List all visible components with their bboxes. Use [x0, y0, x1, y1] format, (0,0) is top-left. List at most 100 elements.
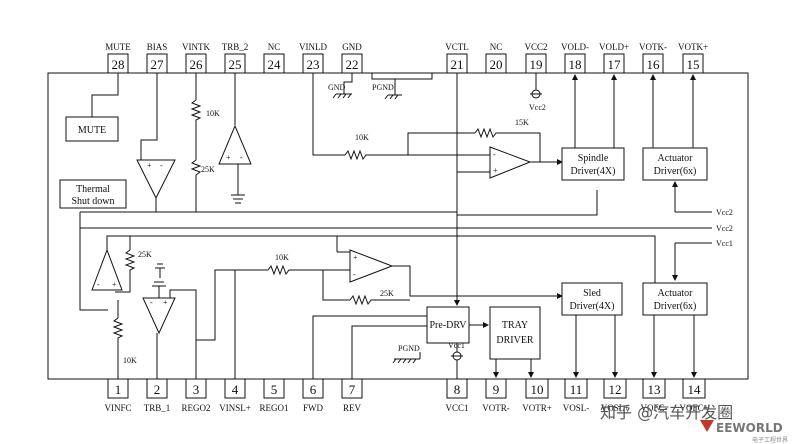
pin-28: MUTE 28 [105, 42, 131, 74]
vcc2-symbol-label: Vcc2 [529, 103, 546, 112]
svg-text:23: 23 [307, 57, 320, 72]
rail-vcc1-label: Vcc1 [716, 239, 733, 248]
svg-text:+: + [163, 298, 168, 307]
svg-text:GND: GND [342, 42, 362, 52]
svg-text:VOSL+: VOSL+ [601, 403, 630, 413]
res-15k-label: 15K [515, 118, 529, 127]
rail-vcc2-label: Vcc2 [716, 208, 733, 217]
watermark-brand: EEWORLD [716, 421, 783, 435]
watermark-zhihu: 知乎 @汽车开发圈 [600, 403, 733, 422]
svg-text:REGO1: REGO1 [260, 403, 289, 413]
res-25k-label-c: 25K [380, 289, 394, 298]
svg-text:VOLD-: VOLD- [561, 42, 589, 52]
actuator-driver-bottom-block [642, 282, 708, 316]
svg-text:VOTK+: VOTK+ [678, 42, 708, 52]
svg-text:-: - [160, 161, 163, 170]
pgnd-bottom-label: PGND [398, 344, 420, 353]
actuator-bottom-label-1: Actuator [658, 288, 694, 299]
svg-text:-: - [353, 270, 356, 279]
resistor-10k-vinfc [112, 317, 124, 343]
sled-driver-block [561, 282, 623, 316]
pin-25: TRB_225 [222, 42, 249, 74]
svg-text:TRB_2: TRB_2 [222, 42, 249, 52]
svg-text:21: 21 [451, 57, 464, 72]
svg-text:24: 24 [268, 57, 282, 72]
spindle-label-1: Spindle [578, 153, 609, 164]
rail-vcc2b-label: Vcc2 [716, 224, 733, 233]
svg-text:8: 8 [454, 382, 461, 397]
bias-opamp [136, 159, 176, 200]
svg-text:VCC2: VCC2 [524, 42, 547, 52]
res-25k-label-a: 25K [201, 165, 215, 174]
pin-17: VOLD+17 [599, 42, 629, 74]
svg-text:VOTR+: VOTR+ [522, 403, 552, 413]
svg-text:2: 2 [154, 382, 161, 397]
watermark: 知乎 @汽车开发圈 EEWORLD 电子工程世界 [600, 403, 788, 444]
spindle-label-2: Driver(4X) [571, 166, 616, 177]
res-10k-label-b: 10K [355, 133, 369, 142]
pin-20: NC 20 [485, 42, 507, 74]
svg-text:VINSL+: VINSL+ [219, 403, 251, 413]
svg-text:REGO2: REGO2 [182, 403, 211, 413]
actuator-bottom-label-2: Driver(6x) [654, 301, 697, 312]
svg-text:-: - [97, 280, 100, 289]
svg-text:VOTK-: VOTK- [639, 42, 667, 52]
svg-text:NC: NC [490, 42, 503, 52]
sled-label-2: Driver(4X) [570, 301, 615, 312]
svg-text:16: 16 [647, 57, 661, 72]
actuator-driver-top-block [642, 147, 708, 181]
tray-label-2: DRIVER [496, 335, 534, 346]
svg-text:VINFC: VINFC [104, 403, 131, 413]
svg-text:20: 20 [490, 57, 503, 72]
svg-text:1: 1 [115, 382, 122, 397]
svg-text:27: 27 [151, 57, 165, 72]
actuator-top-label-2: Driver(6x) [654, 166, 697, 177]
gnd-label: GND [328, 83, 346, 92]
svg-text:3: 3 [193, 382, 200, 397]
res-10k-label-c: 10K [123, 356, 137, 365]
trb2-opamp [218, 124, 252, 165]
pin-18: VOLD-18 [561, 42, 589, 74]
sled-opamp [349, 249, 394, 283]
tray-label-1: TRAY [502, 320, 528, 331]
mute-block [65, 116, 119, 142]
svg-text:28: 28 [112, 57, 125, 72]
svg-text:-: - [493, 150, 496, 159]
svg-text:4: 4 [232, 382, 239, 397]
pgnd-top-label: PGND [372, 83, 394, 92]
svg-text:MUTE: MUTE [105, 42, 131, 52]
chip-outline [47, 72, 749, 380]
svg-text:5: 5 [271, 382, 278, 397]
svg-text:7: 7 [349, 382, 356, 397]
svg-text:+: + [112, 280, 117, 289]
resistor-10k-vintk [190, 99, 202, 125]
svg-text:12: 12 [609, 382, 622, 397]
svg-text:VOFC-: VOFC- [640, 403, 667, 413]
svg-text:VOTR-: VOTR- [482, 403, 510, 413]
tray-driver-block [489, 306, 541, 360]
pin-16: VOTK- 16 [639, 42, 667, 74]
svg-text:17: 17 [608, 57, 622, 72]
vinfc-opamp [91, 248, 123, 291]
spindle-opamp [489, 146, 532, 179]
res-25k-label-b: 25K [138, 250, 152, 259]
svg-text:15: 15 [687, 57, 700, 72]
